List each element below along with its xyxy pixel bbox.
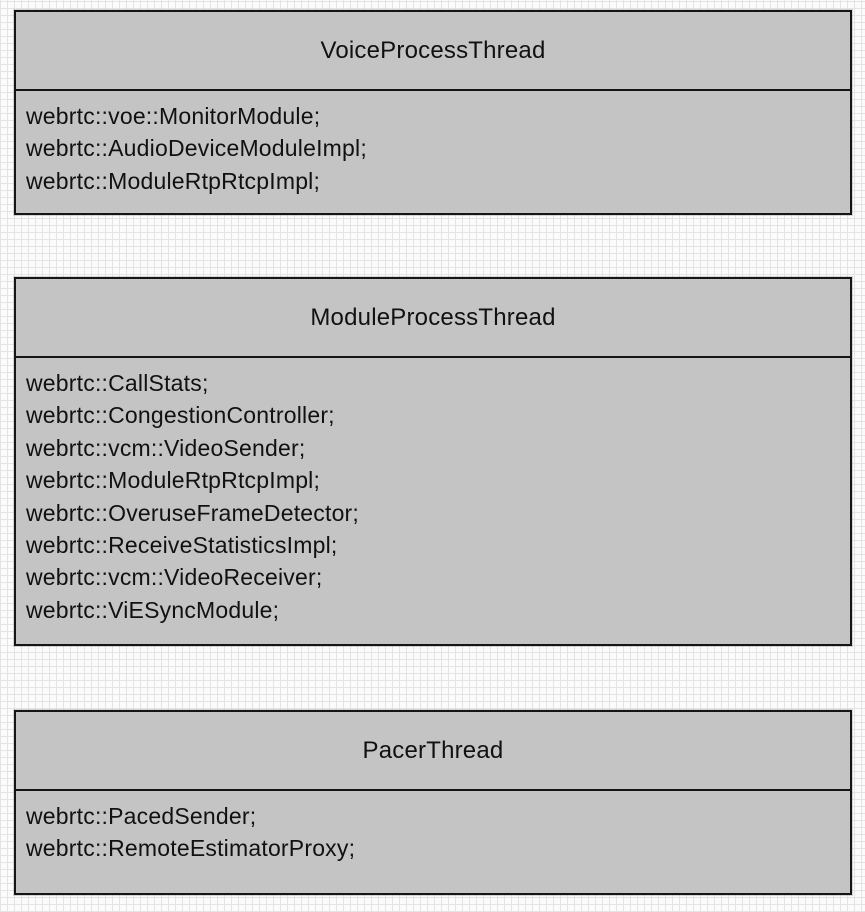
thread-box-title: ModuleProcessThread — [16, 279, 850, 358]
module-list: webrtc::CallStats; webrtc::CongestionCon… — [16, 358, 850, 626]
module-item: webrtc::CallStats; — [26, 370, 209, 396]
thread-box-voice-process: VoiceProcessThread webrtc::voe::MonitorM… — [14, 10, 852, 215]
thread-box-pacer: PacerThread webrtc::PacedSender; webrtc:… — [14, 710, 852, 895]
thread-box-title: PacerThread — [16, 712, 850, 791]
module-item: webrtc::RemoteEstimatorProxy; — [26, 835, 356, 862]
module-item: webrtc::ModuleRtpRtcpImpl; — [26, 167, 321, 194]
module-item: webrtc::CongestionController; — [26, 402, 335, 429]
module-item: webrtc::AudioDeviceModuleImpl; — [26, 135, 367, 162]
module-item: webrtc::voe::MonitorModule; — [26, 103, 321, 129]
module-item: webrtc::PacedSender; — [26, 803, 257, 829]
thread-box-module-process: ModuleProcessThread webrtc::CallStats; w… — [14, 277, 852, 646]
module-item: webrtc::vcm::VideoReceiver; — [26, 564, 323, 591]
module-item: webrtc::ReceiveStatisticsImpl; — [26, 532, 338, 559]
thread-box-title: VoiceProcessThread — [16, 12, 850, 91]
module-item: webrtc::ModuleRtpRtcpImpl; — [26, 467, 321, 494]
module-list: webrtc::PacedSender; webrtc::RemoteEstim… — [16, 791, 850, 865]
module-item: webrtc::ViESyncModule; — [26, 596, 280, 623]
module-item: webrtc::vcm::VideoSender; — [26, 434, 306, 461]
module-list: webrtc::voe::MonitorModule; webrtc::Audi… — [16, 91, 850, 197]
module-item: webrtc::OveruseFrameDetector; — [26, 499, 360, 526]
